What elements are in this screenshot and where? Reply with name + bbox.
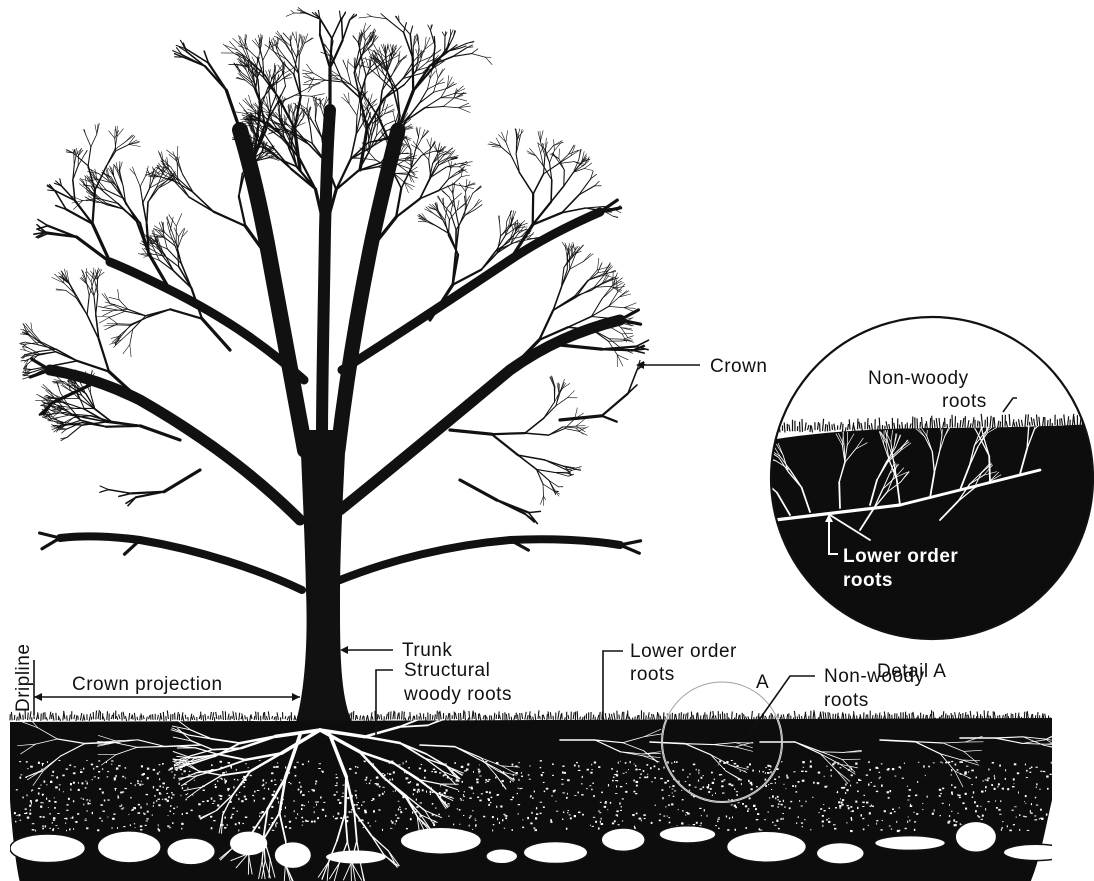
label-structural-roots-line2: woody roots [403,684,512,705]
tree-trunk [44,104,626,722]
label-lower-order-line1: Lower order [630,641,737,662]
label-structural-roots-line1: Structural [404,660,490,681]
soil-profile [10,718,1052,881]
label-crown-projection: Crown projection [72,674,223,695]
ground-surface [9,710,1052,722]
label-detail-non-woody-line1: Non-woody [868,368,969,389]
label-non-woody-line1: Non-woody [824,666,925,687]
label-crown: Crown [710,356,767,377]
leader-lines [33,361,1017,741]
label-dripline: Dripline [13,644,34,712]
label-trunk: Trunk [402,640,452,661]
label-detail-lower-order-line1: Lower order [843,546,958,567]
detail-a-marker-circle [661,681,783,803]
label-detail-lower-order-line2: roots [843,570,893,591]
label-detail-caption: Detail A [877,661,946,682]
label-lower-order-line2: roots [630,664,675,685]
label-non-woody-line2: roots [824,690,869,711]
detail-a-view [769,315,1094,641]
label-detail-marker: A [756,672,769,693]
label-detail-non-woody-line2: roots [942,391,987,412]
